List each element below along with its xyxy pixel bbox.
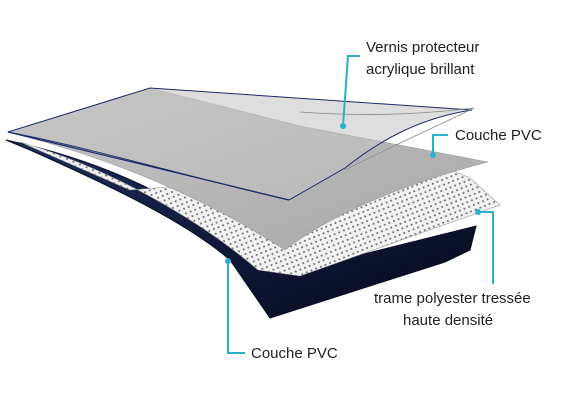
varnish-outline-edge <box>7 131 290 201</box>
label-varnish-line2: acrylique brillant <box>366 61 475 78</box>
label-mesh-line2: haute densité <box>403 312 493 329</box>
callout-mesh-dot <box>475 209 481 215</box>
label-mesh-line1: trame polyester tressée <box>374 290 531 307</box>
label-varnish-line1: Vernis protecteur <box>366 39 479 56</box>
label-bottom-pvc: Couche PVC <box>251 345 338 362</box>
callout-varnish-dot <box>340 123 346 129</box>
callout-mesh <box>478 211 494 284</box>
callout-top-pvc <box>432 134 448 155</box>
callout-bottom-pvc <box>227 261 245 354</box>
callout-varnish <box>342 55 360 127</box>
label-top-pvc: Couche PVC <box>455 127 542 144</box>
varnish-curl <box>299 107 475 171</box>
callout-bottom-pvc-dot <box>225 258 231 264</box>
callout-top-pvc-dot <box>430 152 436 158</box>
